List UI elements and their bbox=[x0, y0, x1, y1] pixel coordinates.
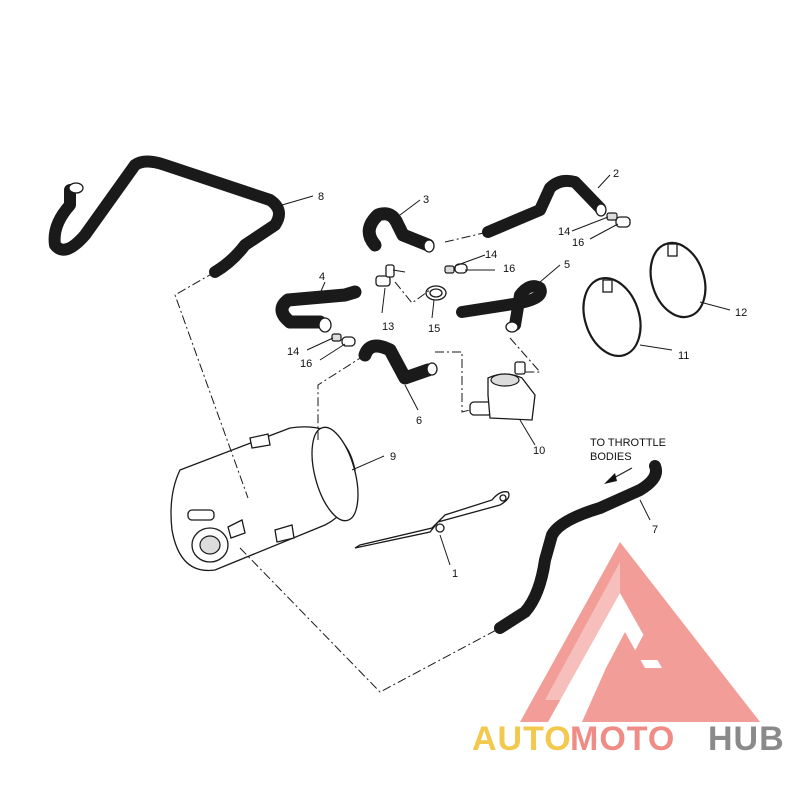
hose-6 bbox=[358, 339, 438, 385]
canister-9 bbox=[170, 426, 359, 572]
callout-4: 4 bbox=[319, 271, 325, 283]
routing-lines bbox=[174, 231, 542, 693]
ring-11 bbox=[582, 276, 642, 358]
callout-13: 13 bbox=[382, 321, 394, 333]
hose-5 bbox=[456, 280, 547, 333]
hose-4 bbox=[275, 285, 362, 333]
purge-valve-10 bbox=[469, 361, 536, 421]
hose-7 bbox=[494, 460, 662, 634]
leader-lines bbox=[281, 174, 731, 566]
callout-1: 1 bbox=[452, 568, 458, 580]
callout-numbers: 1 2 3 4 5 6 7 8 9 10 11 12 13 14 14 14 1… bbox=[287, 168, 747, 580]
hose-8-end bbox=[68, 182, 84, 194]
callout-14-center: 14 bbox=[485, 249, 497, 261]
callout-2: 2 bbox=[613, 168, 619, 180]
callout-16-upper-right: 16 bbox=[572, 237, 584, 249]
throttle-annotation: TO THROTTLE BODIES bbox=[590, 437, 666, 463]
callout-12: 12 bbox=[735, 307, 747, 319]
callout-8: 8 bbox=[318, 191, 324, 203]
ring-12 bbox=[649, 241, 707, 319]
clamp-14-16-center bbox=[444, 263, 468, 274]
watermark-logo: AUTO MOTO HUB bbox=[472, 542, 785, 758]
direction-arrow bbox=[604, 467, 633, 484]
callout-14-left: 14 bbox=[287, 346, 299, 358]
watermark-auto: AUTO bbox=[472, 720, 572, 758]
clip-15 bbox=[425, 285, 447, 301]
callout-16-center: 16 bbox=[503, 263, 515, 275]
callout-7: 7 bbox=[652, 524, 658, 536]
t-piece-13 bbox=[375, 264, 406, 287]
callout-11: 11 bbox=[678, 350, 689, 362]
watermark-hub: HUB bbox=[708, 720, 785, 758]
hose-2 bbox=[482, 174, 607, 238]
callout-6: 6 bbox=[416, 415, 422, 427]
annotation-line-1: TO THROTTLE bbox=[590, 437, 666, 449]
callout-3: 3 bbox=[423, 194, 429, 206]
callout-14-upper-right: 14 bbox=[558, 226, 570, 238]
clamp-14-16-left bbox=[331, 333, 356, 347]
callout-16-left: 16 bbox=[300, 358, 312, 370]
callout-9: 9 bbox=[390, 451, 396, 463]
hose-8 bbox=[48, 155, 285, 278]
watermark-triangle-mark bbox=[520, 542, 760, 722]
callout-15: 15 bbox=[428, 323, 440, 335]
callout-10: 10 bbox=[533, 445, 545, 457]
bracket-1 bbox=[354, 491, 510, 549]
clamp-14-16-upper-right bbox=[606, 212, 631, 228]
watermark-moto: MOTO bbox=[570, 720, 675, 758]
annotation-line-2: BODIES bbox=[590, 451, 632, 463]
callout-5: 5 bbox=[564, 259, 570, 271]
hose-3 bbox=[362, 207, 435, 253]
